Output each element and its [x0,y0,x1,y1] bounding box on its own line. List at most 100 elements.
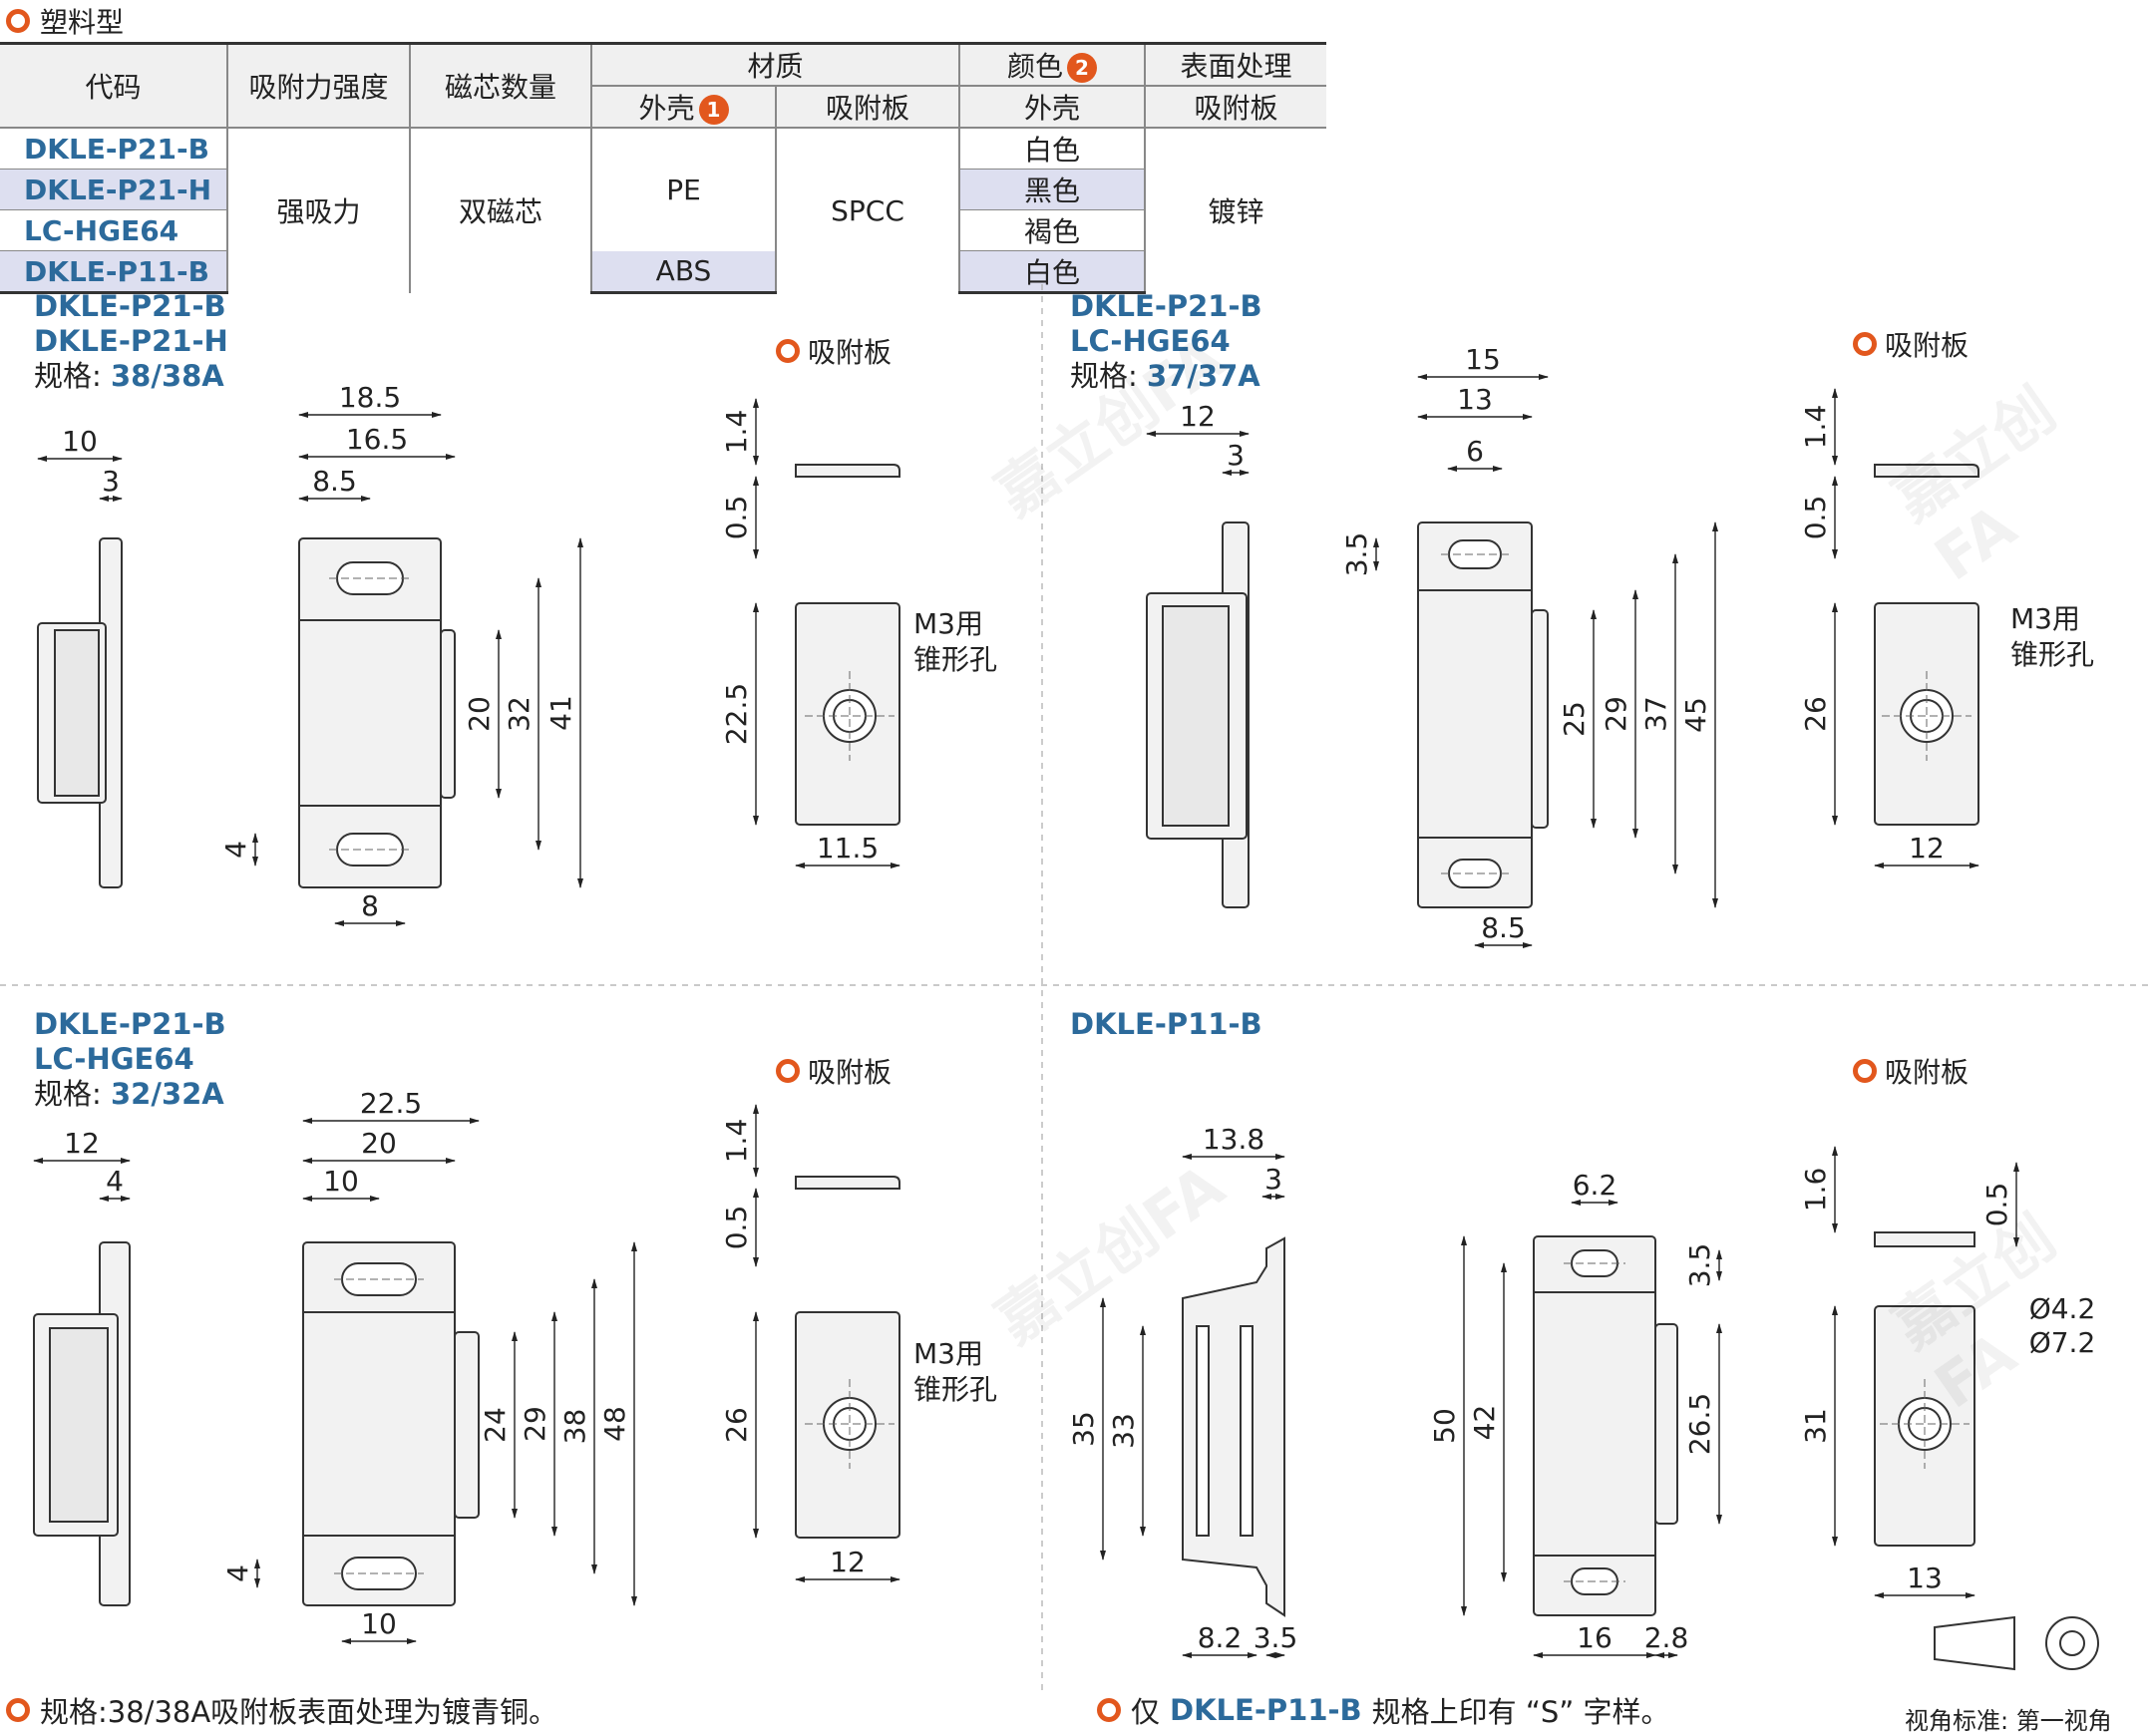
header-surface-plate: 吸附板 [1145,86,1326,129]
dimension-label: 6.2 [1573,1169,1617,1202]
panel-2-hole-note: M3用锥形孔 [2010,602,2095,671]
dimension-label: 25 [1558,701,1591,737]
dimension-label: 3.5 [1683,1243,1716,1288]
magnet-slot [1196,1325,1210,1537]
dimension-label: 16.5 [346,423,408,456]
dimension-label: 38 [558,1409,591,1445]
surface-cell: 镀锌 [1208,195,1264,229]
row-color: 黑色 [959,169,1146,210]
panel-1-plate-label: 吸附板 [776,331,892,371]
row-code: DKLE-P21-B [0,128,228,170]
dimension-label: 24 [479,1407,512,1443]
dimension-label: 50 [1428,1408,1461,1444]
front-view-body [302,1241,456,1606]
dimension-label: 11.5 [817,832,879,865]
target-icon [776,1059,800,1083]
dimension-label: 13 [1457,383,1493,416]
panel-3-plate-label: 吸附板 [776,1051,892,1091]
dimension-label: 29 [519,1406,551,1442]
panel-1-title: DKLE-P21-B DKLE-P21-H 规格: 38/38A [34,289,228,393]
row-color: 白色 [959,250,1146,294]
shell-pe-cell: PE [591,128,777,251]
dimension-label: 0.5 [720,1206,753,1250]
dimension-label: 1.4 [720,410,753,455]
dimension-label: 10 [62,425,98,458]
front-view-body [1417,521,1533,908]
row-code: LC-HGE64 [0,209,228,251]
dimension-label: 26 [720,1407,753,1443]
header-surface: 表面处理 [1145,42,1326,87]
magnet-slot [1240,1325,1254,1537]
dimension-label: 48 [598,1406,631,1442]
magnet-face [454,1331,480,1519]
dimension-label: 45 [1679,697,1712,733]
dimension-label: 3 [102,465,120,498]
magnet-cell: 双磁芯 [410,128,592,293]
target-icon [1853,1059,1877,1083]
dimension-label: 13.8 [1203,1123,1264,1156]
dimension-label: 29 [1600,696,1632,732]
header-material: 材质 [591,42,960,87]
dimension-label: 31 [1799,1408,1832,1444]
dimension-label: 3 [1264,1163,1282,1196]
dimension-label: 1.6 [1799,1168,1832,1213]
panel-2-title: DKLE-P21-B LC-HGE64 规格: 37/37A [1070,289,1262,393]
target-icon [776,339,800,363]
note-1-icon: 1 [698,95,729,125]
dimension-label: 1.4 [720,1119,753,1164]
magnet-face [1531,609,1549,829]
section-title: 塑料型 [40,6,125,39]
dimension-label: 4 [219,841,252,859]
plate-edge [795,464,900,478]
dimension-label: 33 [1107,1413,1140,1449]
magnet-core [54,629,100,797]
dimension-label: 41 [544,695,577,731]
dimension-label: 0.5 [720,496,753,540]
table-row: LC-HGE64 褐色 [0,209,1326,251]
dimension-label: 4 [221,1564,254,1582]
note-left: 规格:38/38A吸附板表面处理为镀青铜。 [6,1689,557,1731]
dimension-label: 12 [830,1546,866,1578]
table-row: DKLE-P11-B ABS 白色 [0,250,1326,294]
dimension-label: 16 [1577,1621,1613,1654]
panel-2-plate-label: 吸附板 [1853,324,1969,364]
panel-1-hole-note: M3用锥形孔 [913,607,998,676]
target-icon [6,1698,30,1722]
dimension-label: 32 [503,696,536,732]
dimension-label: 2.8 [1644,1621,1689,1654]
target-icon [1097,1698,1121,1722]
dimension-label: 12 [1180,400,1216,433]
row-code: DKLE-P21-H [0,169,228,210]
dimension-label: 20 [361,1127,397,1160]
dimension-label: Ø4.2 [2029,1292,2096,1325]
dimension-label: 26 [1799,696,1832,732]
dimension-label: 3.5 [1340,532,1373,577]
dimension-label: 10 [323,1165,359,1198]
panel-3-hole-note: M3用锥形孔 [913,1337,998,1406]
dimension-label: 4 [106,1165,124,1198]
dimension-label: 13 [1907,1562,1943,1594]
dimension-label: 0.5 [1980,1183,2013,1227]
dimension-label: 22.5 [720,683,753,745]
note-2-icon: 2 [1067,53,1097,83]
dimension-label: 42 [1468,1405,1501,1441]
row-code: DKLE-P11-B [0,250,228,294]
panel-3-title: DKLE-P21-B LC-HGE64 规格: 32/32A [34,1007,226,1111]
projection-symbol [2045,1616,2099,1670]
countersink-inner [833,699,867,733]
dimension-label: 35 [1067,1411,1100,1447]
dimension-label: 1.4 [1799,405,1832,450]
dimension-label: 0.5 [1799,496,1832,540]
plate-edge [1874,464,1979,478]
dimension-label: 8 [361,889,379,922]
dimension-label: 15 [1465,343,1501,376]
magnet-core [49,1327,109,1523]
dimension-label: 18.5 [339,381,401,414]
dimension-label: 12 [64,1127,100,1160]
dimension-label: 12 [1909,832,1945,865]
